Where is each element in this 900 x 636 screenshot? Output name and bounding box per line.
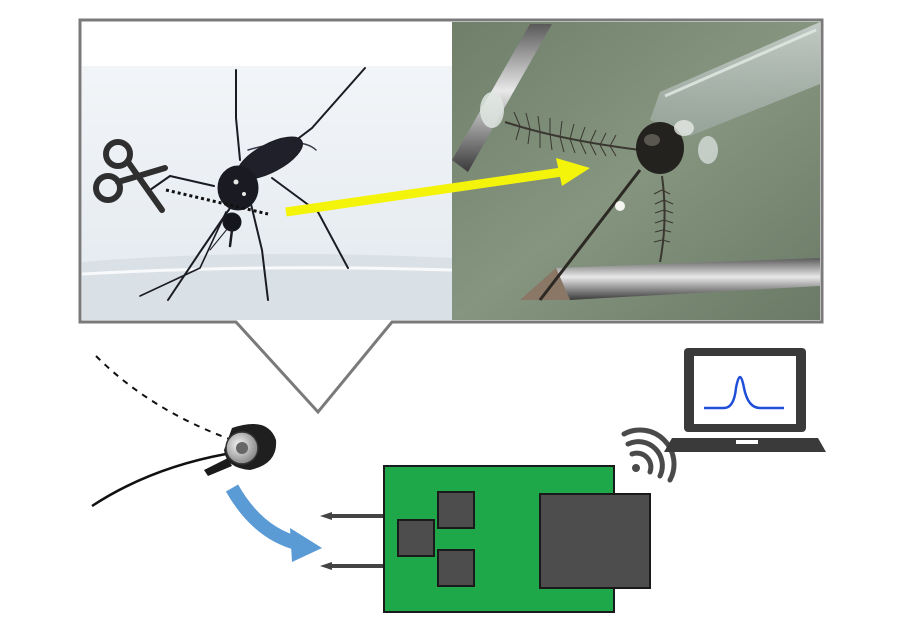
- mosquito-icon: [139, 67, 366, 301]
- scissors-icon: [93, 139, 168, 213]
- sensor-icon: [91, 424, 277, 508]
- arrow-icon: [285, 158, 590, 217]
- laptop-icon: [664, 348, 826, 452]
- mosquito-head: [615, 120, 694, 211]
- flight-path: [95, 355, 233, 441]
- wifi-icon: [621, 427, 677, 483]
- mosquito-antenna: [504, 111, 674, 301]
- transfer-arrow: [225, 484, 322, 562]
- signal-peak-icon: [704, 375, 784, 410]
- circuit-board-icon: [320, 465, 651, 613]
- antenna-electrode-photo: [452, 22, 820, 320]
